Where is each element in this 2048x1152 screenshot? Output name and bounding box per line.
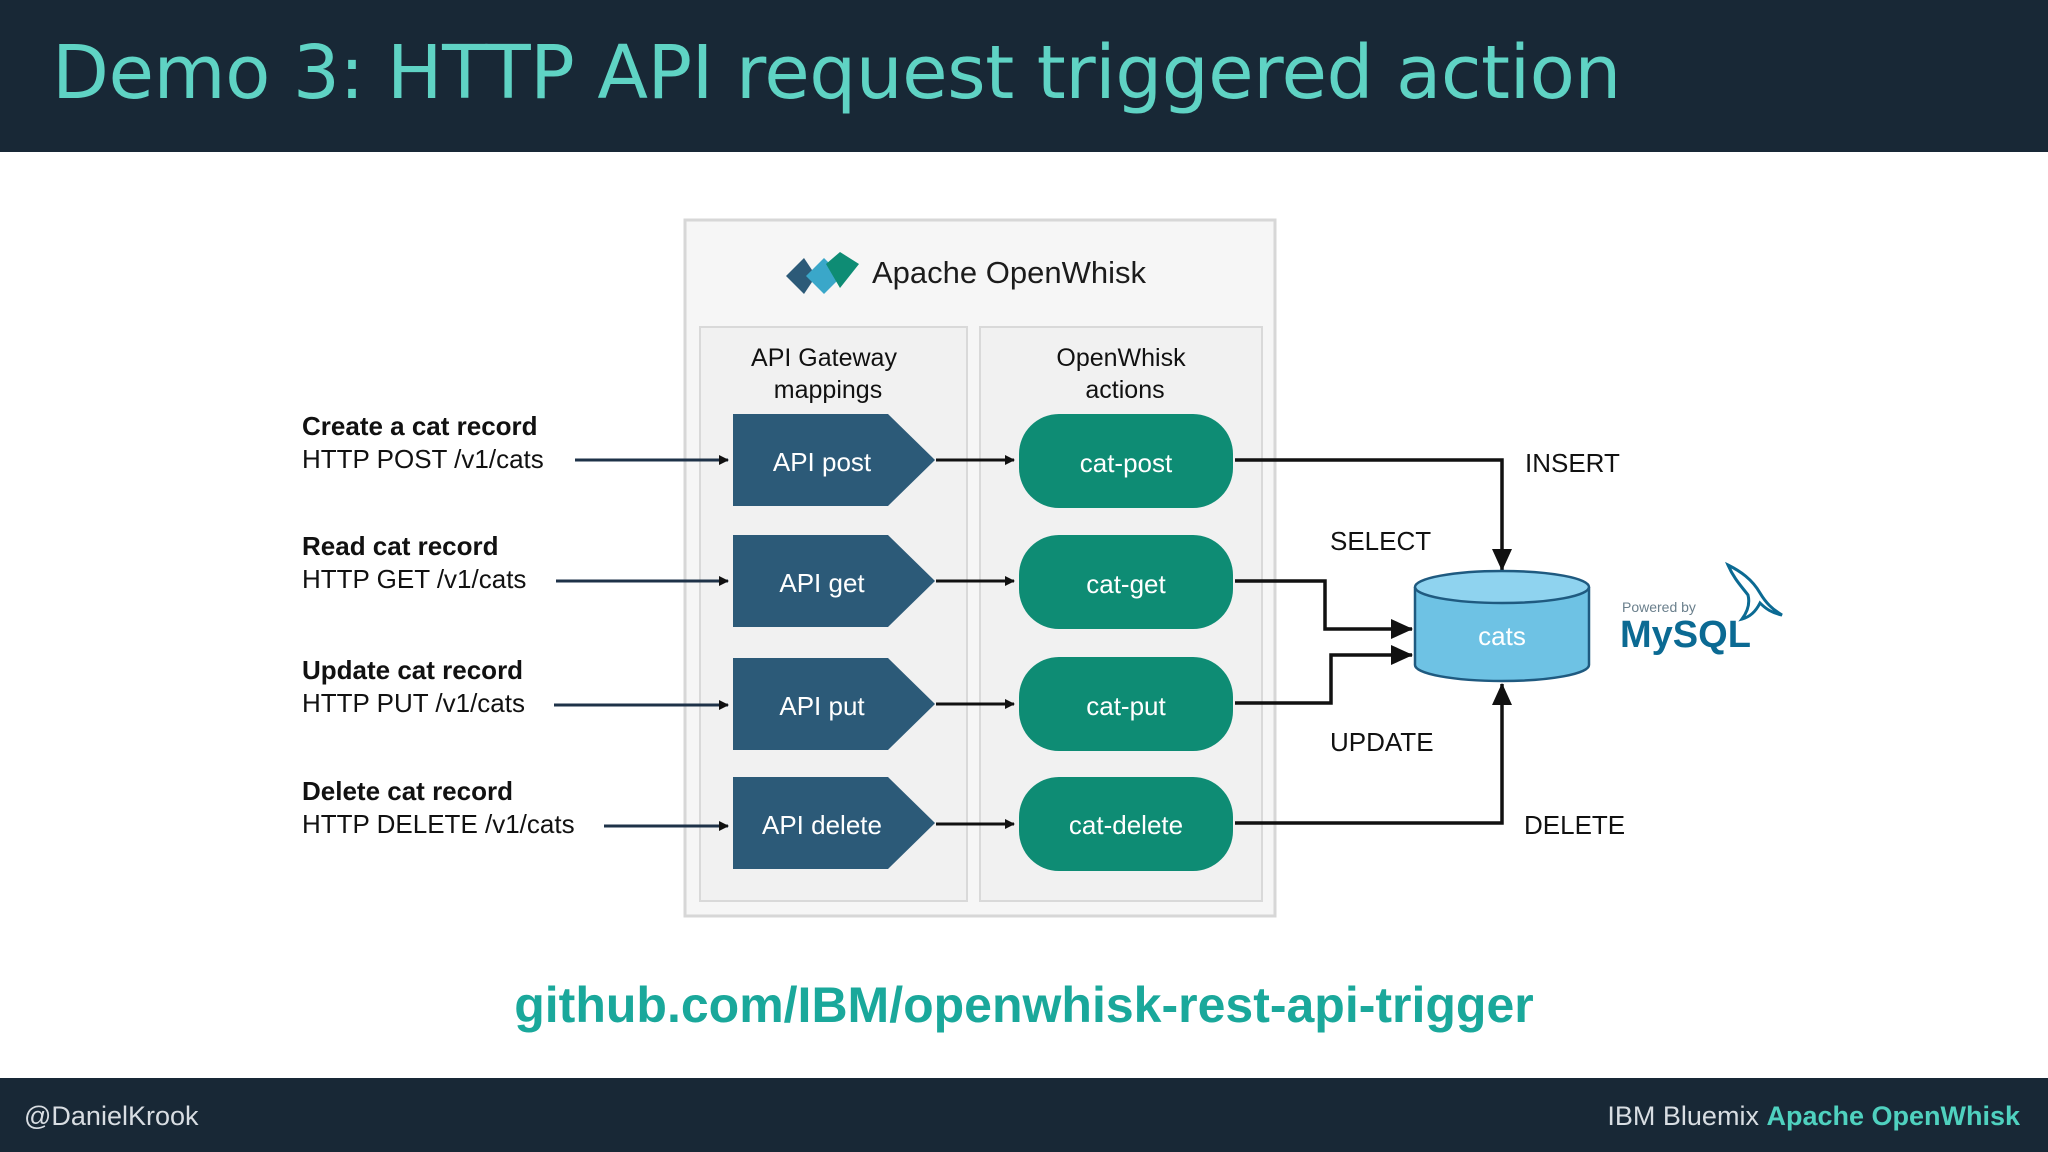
row-title-create: Create a cat record xyxy=(302,411,538,441)
action-cat-put xyxy=(1019,657,1233,751)
mysql-logo-text: MySQL xyxy=(1620,614,1751,656)
actions-header-line2: actions xyxy=(1085,376,1164,404)
api-get-label: API get xyxy=(779,568,865,598)
delete-connector xyxy=(1235,683,1512,825)
action-cat-get xyxy=(1019,535,1233,629)
action-cat-delete xyxy=(1019,777,1233,871)
insert-connector xyxy=(1235,458,1512,571)
row-request-get: HTTP GET /v1/cats xyxy=(302,564,526,594)
row-request-put: HTTP PUT /v1/cats xyxy=(302,688,525,718)
gateway-header-line2: mappings xyxy=(774,376,882,404)
api-put-label: API put xyxy=(779,691,865,721)
update-connector xyxy=(1235,645,1413,705)
footer-brand-accent: Apache OpenWhisk xyxy=(1766,1101,2020,1131)
row-title-update: Update cat record xyxy=(302,655,523,685)
api-delete-box xyxy=(733,777,935,869)
api-post-box xyxy=(733,414,935,506)
brand-name: Apache OpenWhisk xyxy=(872,255,1146,290)
mysql-dolphin-icon xyxy=(1725,561,1783,622)
action-cat-put-label: cat-put xyxy=(1086,691,1166,721)
mysql-powered-by: Powered by xyxy=(1622,599,1696,615)
row-title-read: Read cat record xyxy=(302,531,499,561)
row-request-post: HTTP POST /v1/cats xyxy=(302,444,544,474)
op-update: UPDATE xyxy=(1330,727,1434,757)
actions-header-line1: OpenWhisk xyxy=(1056,344,1186,372)
op-select: SELECT xyxy=(1330,526,1431,556)
footer-brand: IBM Bluemix Apache OpenWhisk xyxy=(1607,1101,2020,1132)
select-connector xyxy=(1235,579,1413,639)
action-cat-get-label: cat-get xyxy=(1086,569,1166,599)
author-handle: @DanielKrook xyxy=(24,1101,199,1131)
action-cat-post xyxy=(1019,414,1233,508)
gateway-header-line1: API Gateway xyxy=(751,344,897,372)
api-get-box xyxy=(733,535,935,627)
api-post-label: API post xyxy=(773,447,872,477)
op-insert: INSERT xyxy=(1525,448,1620,478)
slide-header xyxy=(0,0,2048,152)
action-cat-delete-label: cat-delete xyxy=(1069,810,1183,840)
action-cat-post-label: cat-post xyxy=(1080,448,1173,478)
cats-database xyxy=(1413,569,1591,683)
api-delete-label: API delete xyxy=(762,810,882,840)
github-link[interactable]: github.com/IBM/openwhisk-rest-api-trigge… xyxy=(514,977,1534,1033)
slide-footer xyxy=(0,1078,2048,1152)
api-put-box xyxy=(733,658,935,750)
slide-title: Demo 3: HTTP API request triggered actio… xyxy=(52,30,1621,116)
row-title-delete: Delete cat record xyxy=(302,776,513,806)
row-request-delete: HTTP DELETE /v1/cats xyxy=(302,809,575,839)
op-delete: DELETE xyxy=(1524,810,1625,840)
db-label: cats xyxy=(1478,621,1526,651)
footer-brand-plain: IBM Bluemix xyxy=(1607,1101,1767,1131)
openwhisk-logo-icon xyxy=(786,252,859,294)
